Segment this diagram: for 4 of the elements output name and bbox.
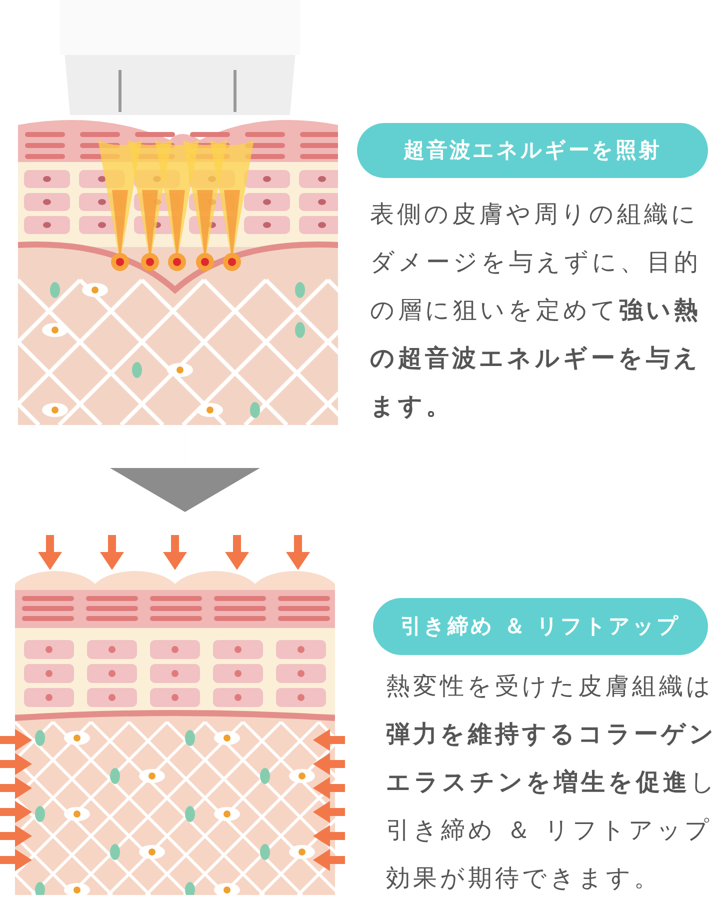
description-text: 表側の皮膚や周りの組織にダメージを与えずに、目的の層に狙いを定めて強い熱の超音波エネルギーを与えます。 — [370, 199, 702, 422]
heading-pill: 超音波エネルギーを照射 — [357, 123, 708, 178]
description-text: 熱変性を受けた皮膚組織は弾力を維持するコラーゲンエラスチンを増生を促進し引き締め ＆ リフトアップ効果が期待できます。 — [386, 671, 719, 894]
heading-pill: 引き締め ＆ リフトアップ — [373, 598, 708, 655]
